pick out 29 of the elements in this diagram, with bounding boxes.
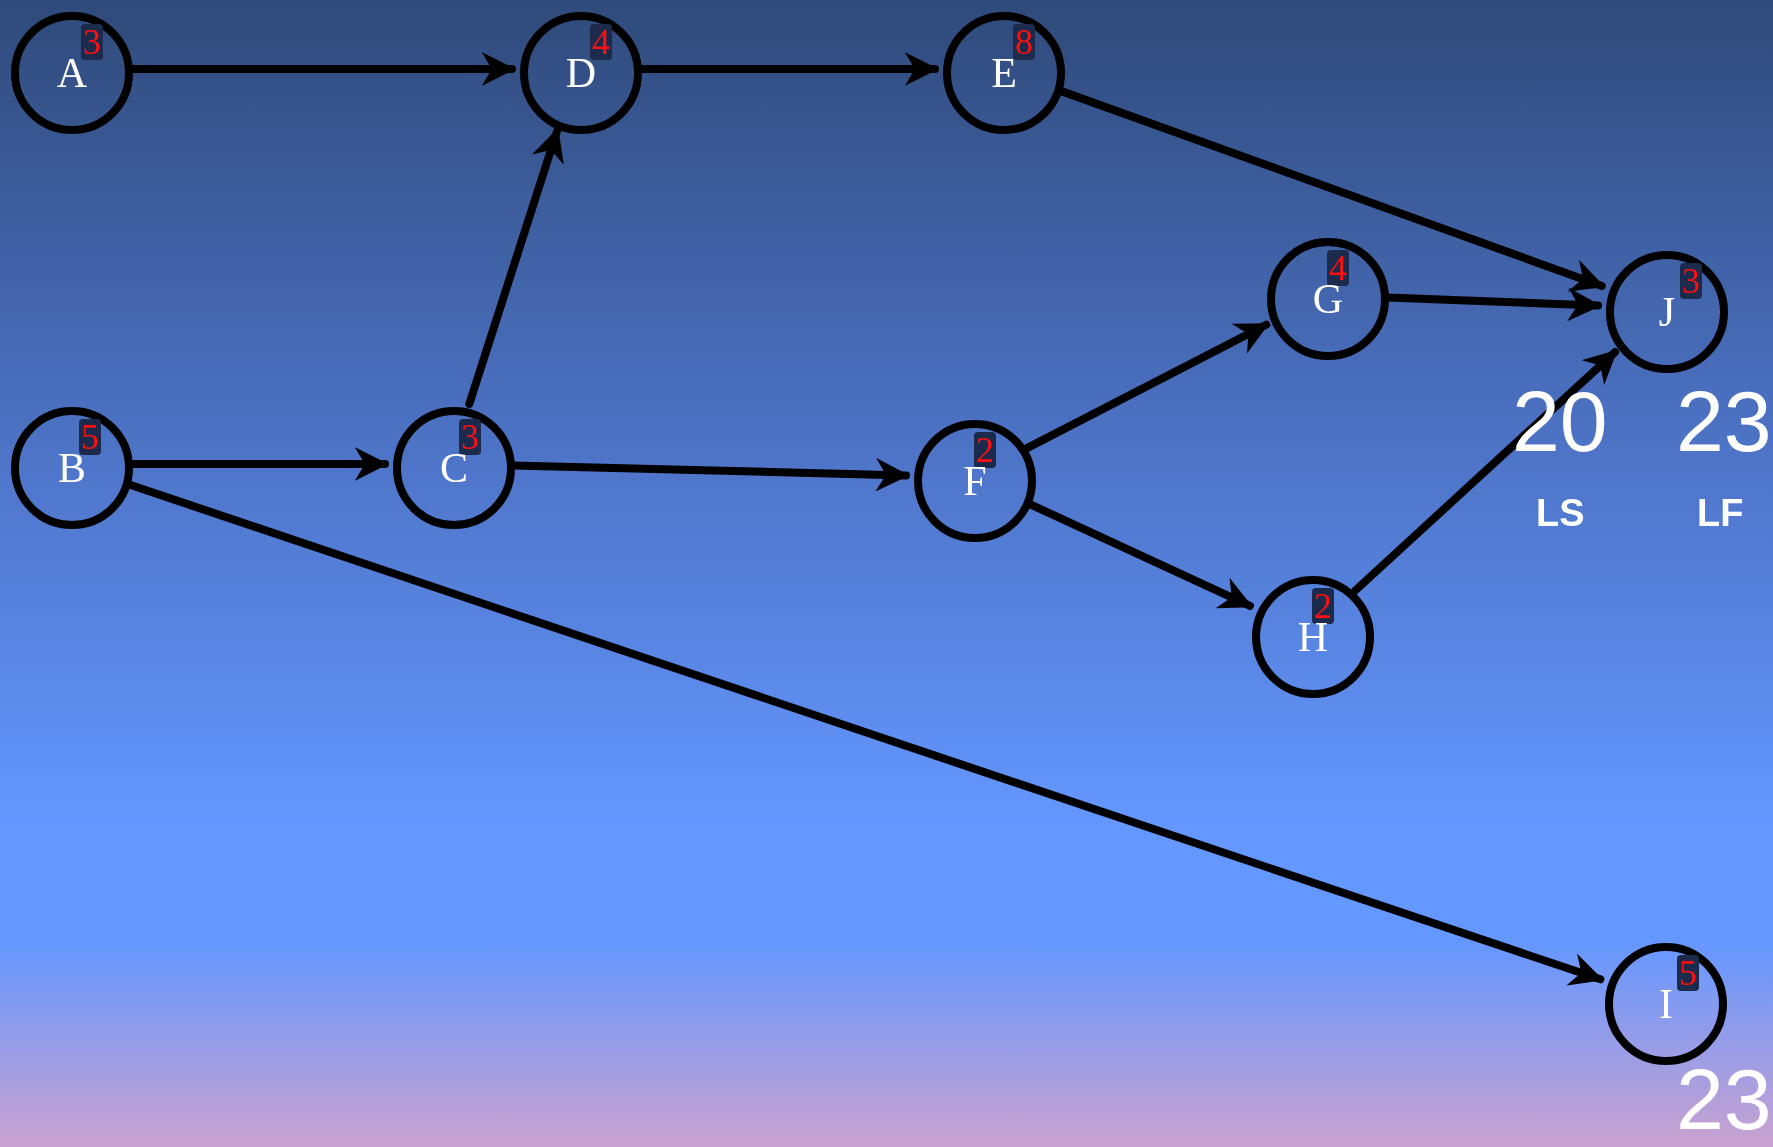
activity-circle <box>1267 238 1389 360</box>
activity-circle <box>914 420 1036 542</box>
duration-number: 4 <box>590 24 612 60</box>
activity-circle <box>1606 251 1728 373</box>
activity-letter: J <box>1657 291 1677 333</box>
duration-number: 2 <box>1312 588 1334 624</box>
duration-number: 2 <box>974 432 996 468</box>
duration-number: 5 <box>1677 955 1699 991</box>
arrow <box>465 126 564 408</box>
duration-number: 8 <box>1013 24 1035 60</box>
duration-number: 3 <box>459 419 481 455</box>
column-heading: LS <box>1536 494 1585 532</box>
duration-number: 3 <box>1680 263 1702 299</box>
activity-circle <box>1252 576 1374 698</box>
activity-letter: I <box>1658 983 1674 1025</box>
activity-circle <box>393 407 515 529</box>
activity-circle <box>11 407 133 529</box>
duration-number: 4 <box>1327 250 1349 286</box>
time-number: 23 <box>1676 1056 1772 1142</box>
activity-circle <box>11 12 133 134</box>
arrow <box>1351 347 1620 595</box>
time-number: 23 <box>1676 378 1772 464</box>
arrow <box>1023 320 1271 453</box>
duration-number: 3 <box>81 24 103 60</box>
duration-number: 5 <box>79 419 101 455</box>
column-heading: LF <box>1697 494 1744 532</box>
activity-circle <box>1605 943 1727 1065</box>
activity-circle <box>520 12 642 134</box>
activity-circle <box>943 12 1065 134</box>
